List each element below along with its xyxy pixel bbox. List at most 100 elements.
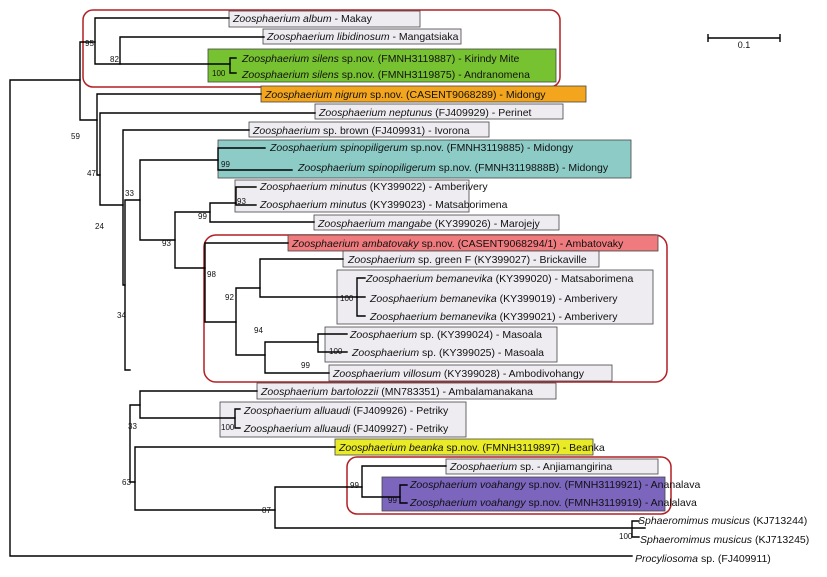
taxon-genus: Zoosphaerium xyxy=(369,311,437,323)
branch-sphaeromimus xyxy=(631,520,640,538)
taxon-details: (KY399026) - Marojejy xyxy=(432,218,541,230)
branch-node-98 xyxy=(204,242,289,323)
taxon-label: Zoosphaerium nigrum sp.nov. (CASENT90682… xyxy=(264,89,546,101)
taxon-label: Sphaeromimus musicus (KJ713244) xyxy=(638,515,807,527)
taxon-epithet: mangabe xyxy=(385,218,432,230)
branch-node-33a xyxy=(139,159,219,241)
taxon-label: Zoosphaerium ambatovaky sp.nov. (CASENT9… xyxy=(291,238,624,250)
branch-node-63 xyxy=(134,446,336,511)
branch-node-93a xyxy=(174,211,211,269)
taxon-details: (MN783351) - Ambalamanakana xyxy=(378,386,533,398)
bootstrap-value: 94 xyxy=(254,326,263,335)
taxon-genus: Zoosphaerium xyxy=(409,479,477,491)
taxon-genus: Zoosphaerium xyxy=(297,162,365,174)
bootstrap-value: 98 xyxy=(207,270,216,279)
taxon-details: (FJ409926) - Petriky xyxy=(350,405,449,417)
bootstrap-value: 63 xyxy=(122,478,131,487)
taxon-label: Zoosphaerium sp. brown (FJ409931) - Ivor… xyxy=(252,125,470,137)
taxon-epithet: alluaudi xyxy=(311,405,351,417)
taxon-details: sp. green F (KY399027) - Brickaville xyxy=(415,254,587,266)
taxon-details: sp.nov. (FMNH3119887) - Kirindy Mite xyxy=(339,53,520,65)
bootstrap-value: 59 xyxy=(71,132,80,141)
label-box-neptunus xyxy=(314,103,564,120)
taxon-genus: Sphaeromimus xyxy=(640,534,711,546)
label-box-voahangy xyxy=(381,476,666,512)
taxon-epithet: minutus xyxy=(327,181,367,193)
taxon-label: Zoosphaerium bemanevika (KY399019) - Amb… xyxy=(369,293,618,305)
taxon-details: (KY399022) - Amberivery xyxy=(367,181,489,193)
branch-node-95 xyxy=(94,17,230,65)
taxon-epithet: spinopiligerum xyxy=(337,142,408,154)
taxon-label: Zoosphaerium album - Makay xyxy=(232,13,373,25)
taxon-details: - Mangatsiaka xyxy=(390,31,459,43)
taxon-details: (KY399028) - Ambodivohangy xyxy=(441,368,585,380)
taxon-details: sp. (FJ409911) xyxy=(698,553,771,565)
scale-bar-label: 0.1 xyxy=(738,40,751,50)
taxon-details: sp.nov. (FMNH3119885) - Midongy xyxy=(408,142,574,154)
bootstrap-value: 92 xyxy=(225,293,234,302)
taxon-details: sp.nov. (FMNH3119897) - Beanka xyxy=(444,442,605,454)
branch-bartolozzii xyxy=(139,390,258,419)
branch-node-87 xyxy=(274,486,646,529)
taxon-epithet: bemanevika xyxy=(433,273,493,285)
taxon-details: sp.nov. (FMNH3119919) - Analalava xyxy=(526,497,697,509)
label-box-alluaudi xyxy=(219,401,467,438)
taxon-epithet: ambatovaky xyxy=(359,238,419,250)
taxon-details: (KJ713244) xyxy=(750,515,807,527)
taxon-genus: Zoosphaerium xyxy=(332,368,400,380)
bootstrap-value: 93 xyxy=(237,197,246,206)
taxon-epithet: voahangy xyxy=(477,497,526,509)
taxon-details: sp. (KY399025) - Masoala xyxy=(419,347,544,359)
branch-minutus xyxy=(235,186,257,206)
branch-masoala xyxy=(317,333,348,353)
bootstrap-value: 99 xyxy=(301,361,310,370)
taxon-details: sp.nov. (CASENT9068289) - Midongy xyxy=(367,89,546,101)
taxon-label: Zoosphaerium alluaudi (FJ409926) - Petri… xyxy=(243,405,449,417)
taxon-label: Zoosphaerium bemanevika (KY399021) - Amb… xyxy=(369,311,618,323)
taxon-details: sp. - Anjiamangirina xyxy=(517,461,612,473)
bootstrap-value: 99 xyxy=(388,496,397,505)
taxon-genus: Sphaeromimus xyxy=(638,515,709,527)
bootstrap-value: 24 xyxy=(95,222,104,231)
bootstrap-value: 93 xyxy=(162,239,171,248)
taxon-details: sp.nov. (FMNH3119921) - Ananalava xyxy=(526,479,701,491)
taxon-genus: Zoosphaerium xyxy=(260,386,328,398)
taxon-genus: Zoosphaerium xyxy=(259,199,327,211)
branch-node-33b xyxy=(129,404,141,483)
taxon-label: Zoosphaerium minutus (KY399023) - Matsab… xyxy=(259,199,508,211)
taxon-label: Zoosphaerium bartolozzii (MN783351) - Am… xyxy=(260,386,533,398)
taxon-label: Zoosphaerium beanka sp.nov. (FMNH3119897… xyxy=(338,442,605,454)
bootstrap-value: 34 xyxy=(117,311,126,320)
bootstrap-value: 100 xyxy=(329,347,343,356)
taxon-genus: Zoosphaerium xyxy=(317,218,385,230)
bootstrap-value: 100 xyxy=(221,423,235,432)
clade-outline-voahangy xyxy=(346,456,672,515)
bootstrap-value: 95 xyxy=(85,39,94,48)
taxon-epithet: neptunus xyxy=(386,107,433,119)
taxon-epithet: musicus xyxy=(709,515,751,527)
bootstrap-value: 99 xyxy=(198,212,207,221)
taxon-details: sp.nov. (FMNH3119875) - Andranomena xyxy=(339,69,530,81)
taxon-genus: Zoosphaerium xyxy=(351,347,419,359)
taxon-epithet: libidinosum xyxy=(334,31,390,43)
taxon-epithet: silens xyxy=(309,69,340,81)
taxon-genus: Zoosphaerium xyxy=(259,181,327,193)
taxon-details: sp.nov. (CASENT9068294/1) - Ambatovaky xyxy=(419,238,624,250)
taxon-label: Zoosphaerium spinopiligerum sp.nov. (FMN… xyxy=(269,142,574,154)
taxon-epithet: spinopiligerum xyxy=(365,162,436,174)
taxon-label: Zoosphaerium mangabe (KY399026) - Maroje… xyxy=(317,218,541,230)
bootstrap-value: 47 xyxy=(87,169,96,178)
taxon-details: (KY399023) - Matsaborimena xyxy=(367,199,508,211)
taxon-genus: Zoosphaerium xyxy=(409,497,477,509)
taxon-epithet: alluaudi xyxy=(311,423,351,435)
branch-node-82 xyxy=(119,36,265,65)
taxon-genus: Zoosphaerium xyxy=(252,125,320,137)
label-box-spinopiligerum xyxy=(217,139,632,179)
taxon-epithet: bemanevika xyxy=(437,293,497,305)
bootstrap-value: 100 xyxy=(619,532,633,541)
taxon-label: Procyliosoma sp. (FJ409911) xyxy=(635,553,771,565)
taxon-genus: Zoosphaerium xyxy=(243,423,311,435)
taxon-epithet: musicus xyxy=(711,534,753,546)
taxon-label: Zoosphaerium sp. - Anjiamangirina xyxy=(449,461,612,473)
branch-node-93b xyxy=(209,202,315,223)
